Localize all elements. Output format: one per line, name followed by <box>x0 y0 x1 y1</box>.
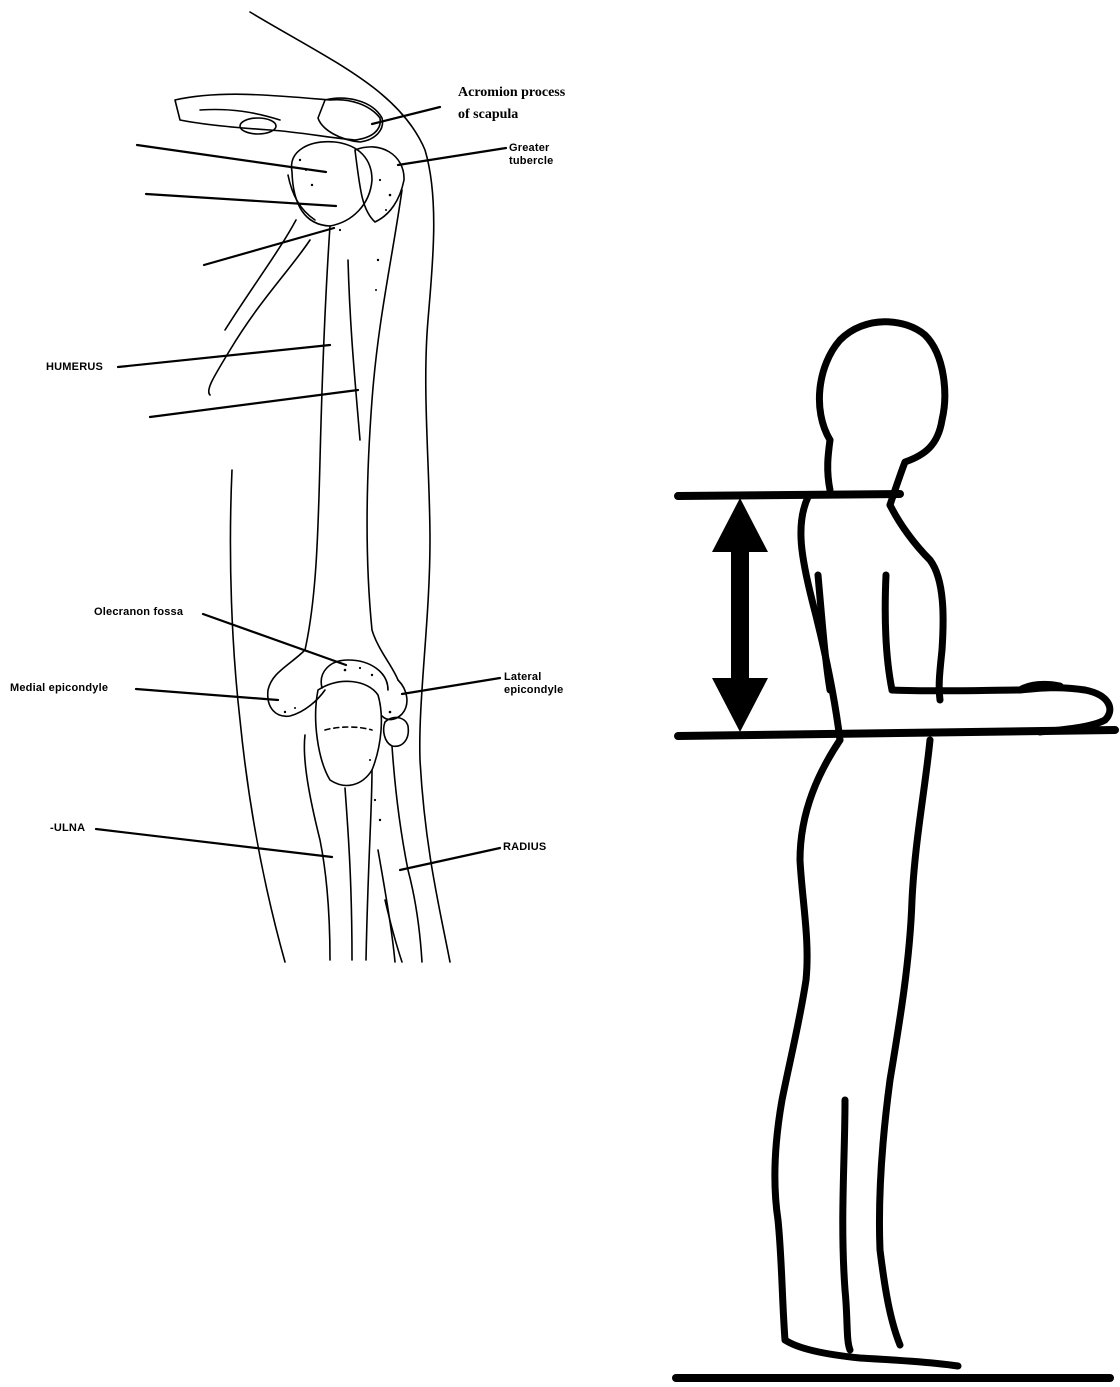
label-greater-tubercle-line2: tubercle <box>509 156 553 167</box>
figure-upper-arm-front <box>885 575 892 690</box>
leader-ulna <box>96 829 332 857</box>
leader-humerus <box>118 345 330 367</box>
lateral-epicondyle-shape <box>382 680 407 720</box>
leader-head-2 <box>146 194 336 206</box>
figure-upper-arm-back <box>818 575 830 690</box>
greater-tubercle <box>355 147 404 222</box>
label-acromion-line1: Acromion process <box>458 86 565 100</box>
leader-neck <box>204 228 334 265</box>
muscle-line-1 <box>225 220 296 330</box>
leader-lateral-epicondyle <box>402 678 500 694</box>
label-humerus: HUMERUS <box>46 362 103 373</box>
label-acromion-line2: of scapula <box>458 108 518 122</box>
label-medial-epicondyle: Medial epicondyle <box>10 683 108 694</box>
measure-top-line <box>678 494 900 496</box>
leader-head-1 <box>137 145 326 172</box>
label-radius: RADIUS <box>503 842 546 853</box>
leader-greater-tubercle <box>398 148 506 165</box>
scapula-oval <box>240 118 276 134</box>
radius-left <box>366 770 372 960</box>
leader-acromion <box>372 107 440 124</box>
radius-head <box>384 717 409 746</box>
label-lateral-epicondyle-line1: Lateral <box>504 672 541 683</box>
skin-outline-left <box>230 470 285 962</box>
figure-inner-leg <box>843 1100 850 1350</box>
leader-radius <box>400 848 500 870</box>
skin-outline-top <box>250 12 450 962</box>
ulna-left <box>304 735 330 960</box>
humerus-shaft-right <box>367 190 402 680</box>
muscle-line-2 <box>209 240 310 395</box>
figure-neck-front <box>828 440 830 490</box>
measure-bottom-line <box>678 730 1115 736</box>
olecranon <box>321 660 388 690</box>
ulna-right <box>345 788 352 960</box>
stipple-texture <box>284 159 392 821</box>
label-lateral-epicondyle-line2: epicondyle <box>504 685 563 696</box>
label-greater-tubercle-line1: Greater <box>509 143 550 154</box>
figure-forearm <box>892 688 1110 732</box>
leader-olecranon <box>203 614 346 665</box>
label-olecranon-fossa: Olecranon fossa <box>94 607 183 618</box>
acromion <box>318 98 383 142</box>
figure-back <box>801 497 840 740</box>
figure-front-leg <box>879 740 930 1345</box>
humerus-shaft-left <box>305 226 330 650</box>
figure-hand-top <box>1020 684 1060 690</box>
leader-humerus-2 <box>150 390 358 417</box>
figure-head <box>819 322 944 505</box>
double-headed-arrow-icon <box>712 498 768 732</box>
label-ulna: -ULNA <box>50 823 85 834</box>
trochlea-dash <box>325 727 372 730</box>
clavicle <box>175 94 380 140</box>
leader-medial-epicondyle <box>136 689 278 700</box>
scapula-fragment <box>200 109 280 120</box>
figure-buttock <box>775 740 840 1340</box>
figure-foot <box>785 1340 958 1366</box>
humerus-inner-line <box>348 260 360 440</box>
radius-right <box>392 746 422 962</box>
figure-front <box>890 505 943 700</box>
